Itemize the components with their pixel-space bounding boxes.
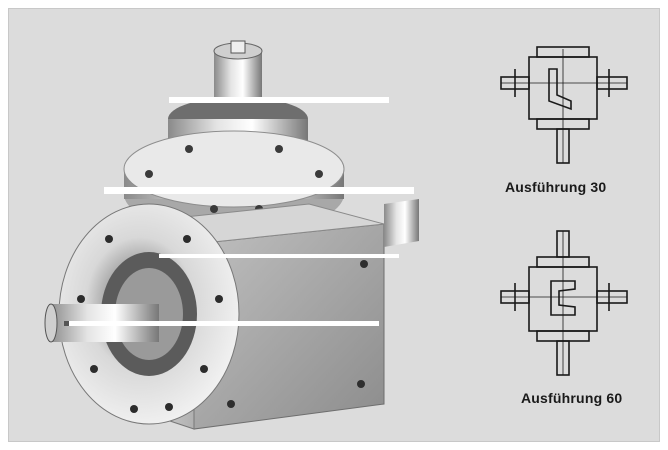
variant-60-label: Ausführung 60 (521, 390, 623, 406)
gearbox-drawing-60-icon (500, 230, 628, 376)
bevel-gearbox-image (44, 40, 419, 430)
gearbox-drawing-30-icon (500, 46, 628, 164)
product-panel: Ausführung 30 Ausführung 60 (8, 8, 660, 442)
variant-30-label: Ausführung 30 (505, 179, 607, 195)
